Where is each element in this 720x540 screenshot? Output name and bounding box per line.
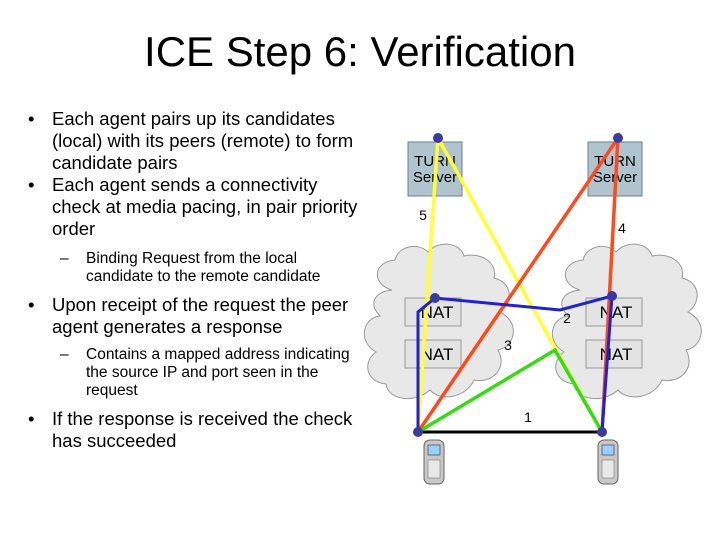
nat-left-bottom-box [404,339,462,369]
path-green-line [417,347,604,434]
sub-bullet-item: – Contains a mapped address indicating t… [22,346,367,400]
node-nat-left [430,293,440,303]
sub-bullet-dash-icon: – [60,250,69,267]
nat-left-bottom-label: NAT [421,345,454,364]
path-label-4: 4 [618,220,626,236]
left-phone-icon [423,439,445,485]
sub-bullet-dash-icon: – [60,346,69,363]
node-nat-right [607,291,617,301]
right-phone-icon [597,439,619,485]
node-phone-right [597,427,607,437]
node-turn-left [433,133,443,143]
path-label-1: 1 [524,409,532,425]
bullet-item: • Each agent sends a connectivity check … [22,174,367,240]
bullet-text: Each agent sends a connectivity check at… [52,174,358,239]
bullet-item: • Each agent pairs up its candidates (lo… [22,108,367,174]
bullet-dot-icon: • [28,408,35,429]
node-phone-left [413,427,423,437]
bullet-dot-icon: • [28,108,35,129]
bullet-text: If the response is received the check ha… [52,408,353,451]
bullet-item: • Upon receipt of the request the peer a… [22,294,367,338]
bullet-list: • Each agent pairs up its candidates (lo… [22,108,367,452]
nat-right-top-box [585,297,643,327]
sub-bullet-text: Binding Request from the local candidate… [86,250,321,285]
bullet-item: • If the response is received the check … [22,408,367,452]
path-label-2: 2 [563,310,571,326]
sub-bullet-text: Contains a mapped address indicating the… [86,346,350,399]
path-label-5: 5 [419,207,427,223]
nat-right-top-label: NAT [600,303,633,322]
bullet-dot-icon: • [28,174,35,195]
bullet-dot-icon: • [28,294,35,315]
bullet-text: Each agent pairs up its candidates (loca… [52,108,354,173]
node-turn-right [613,133,623,143]
sub-bullet-item: – Binding Request from the local candida… [22,250,367,286]
path-label-3: 3 [504,337,512,353]
path-blue-line [416,294,614,433]
nat-right-bottom-box [585,339,643,369]
bullet-text: Upon receipt of the request the peer age… [52,294,349,337]
nat-left-top-label: NAT [421,303,454,322]
slide-title: ICE Step 6: Verification [144,28,576,75]
